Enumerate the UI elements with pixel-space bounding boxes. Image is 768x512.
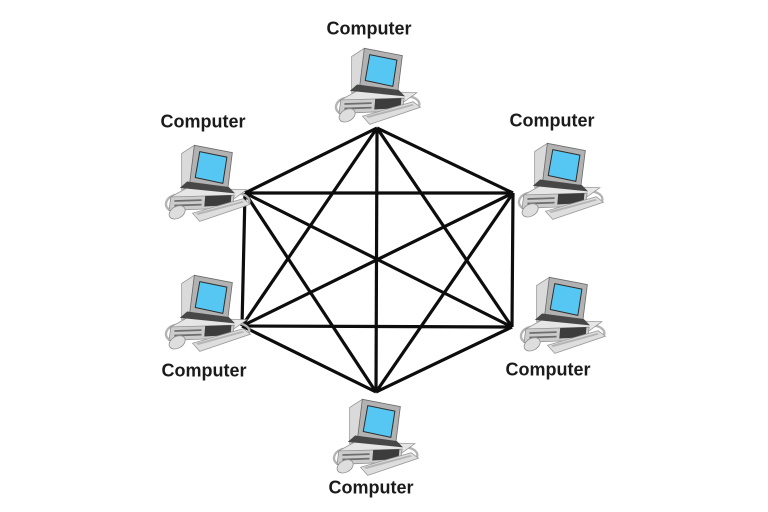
desktop-computer-icon: [164, 144, 252, 223]
desktop-computer-icon: [164, 274, 252, 353]
computer-label: Computer: [505, 359, 591, 380]
desktop-computer-icon: [517, 142, 605, 221]
mesh-link: [376, 126, 514, 195]
computer-label: Computer: [160, 111, 246, 132]
mesh-link: [241, 324, 377, 394]
computer-label: Computer: [509, 110, 595, 131]
mesh-link: [244, 126, 378, 195]
computer-label: Computer: [328, 477, 414, 498]
mesh-link: [510, 192, 515, 328]
mesh-link: [374, 192, 515, 393]
desktop-computer-icon: [519, 276, 607, 355]
desktop-computer-icon: [334, 47, 422, 126]
computer-label: Computer: [326, 18, 412, 39]
mesh-link: [375, 325, 513, 394]
mesh-link: [241, 191, 514, 328]
mesh-link: [240, 192, 247, 327]
mesh-link: [241, 324, 513, 329]
desktop-computer-icon: [332, 398, 420, 477]
computer-label: Computer: [161, 360, 247, 381]
